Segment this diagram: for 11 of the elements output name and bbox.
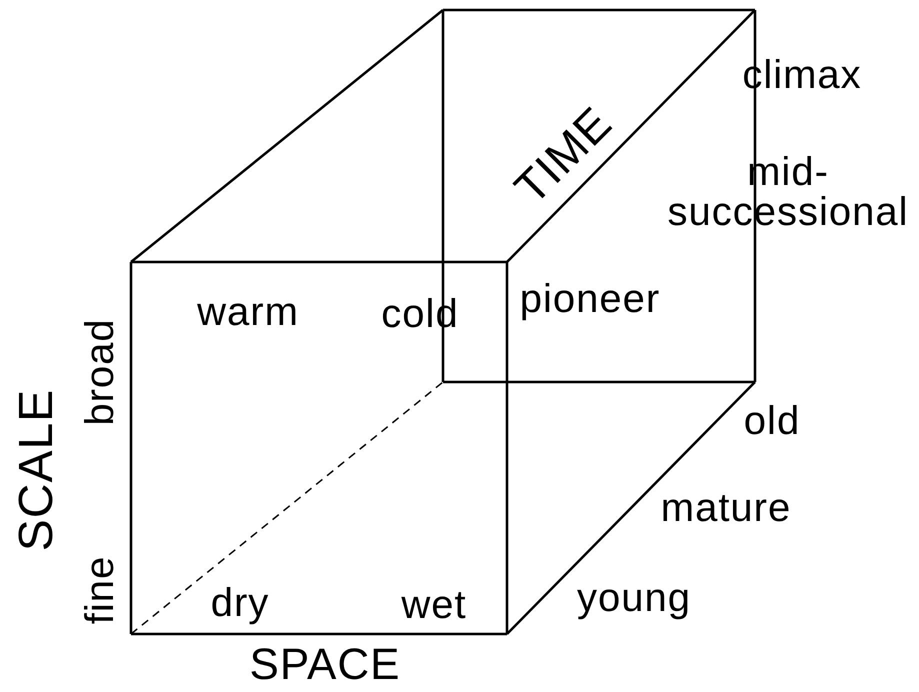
axis-label: dry [210,583,270,623]
axis-title: SCALE [13,388,61,552]
axis-label: warm [197,292,299,332]
axis-label: mature [660,488,792,528]
axis-label: broad [80,318,120,426]
axis-label: pioneer [520,279,660,319]
axis-label: young [577,578,691,618]
axis-label: fine [80,556,120,624]
axis-title: SPACE [250,643,400,687]
axis-label: wet [401,585,467,625]
axis-label: old [744,401,800,441]
